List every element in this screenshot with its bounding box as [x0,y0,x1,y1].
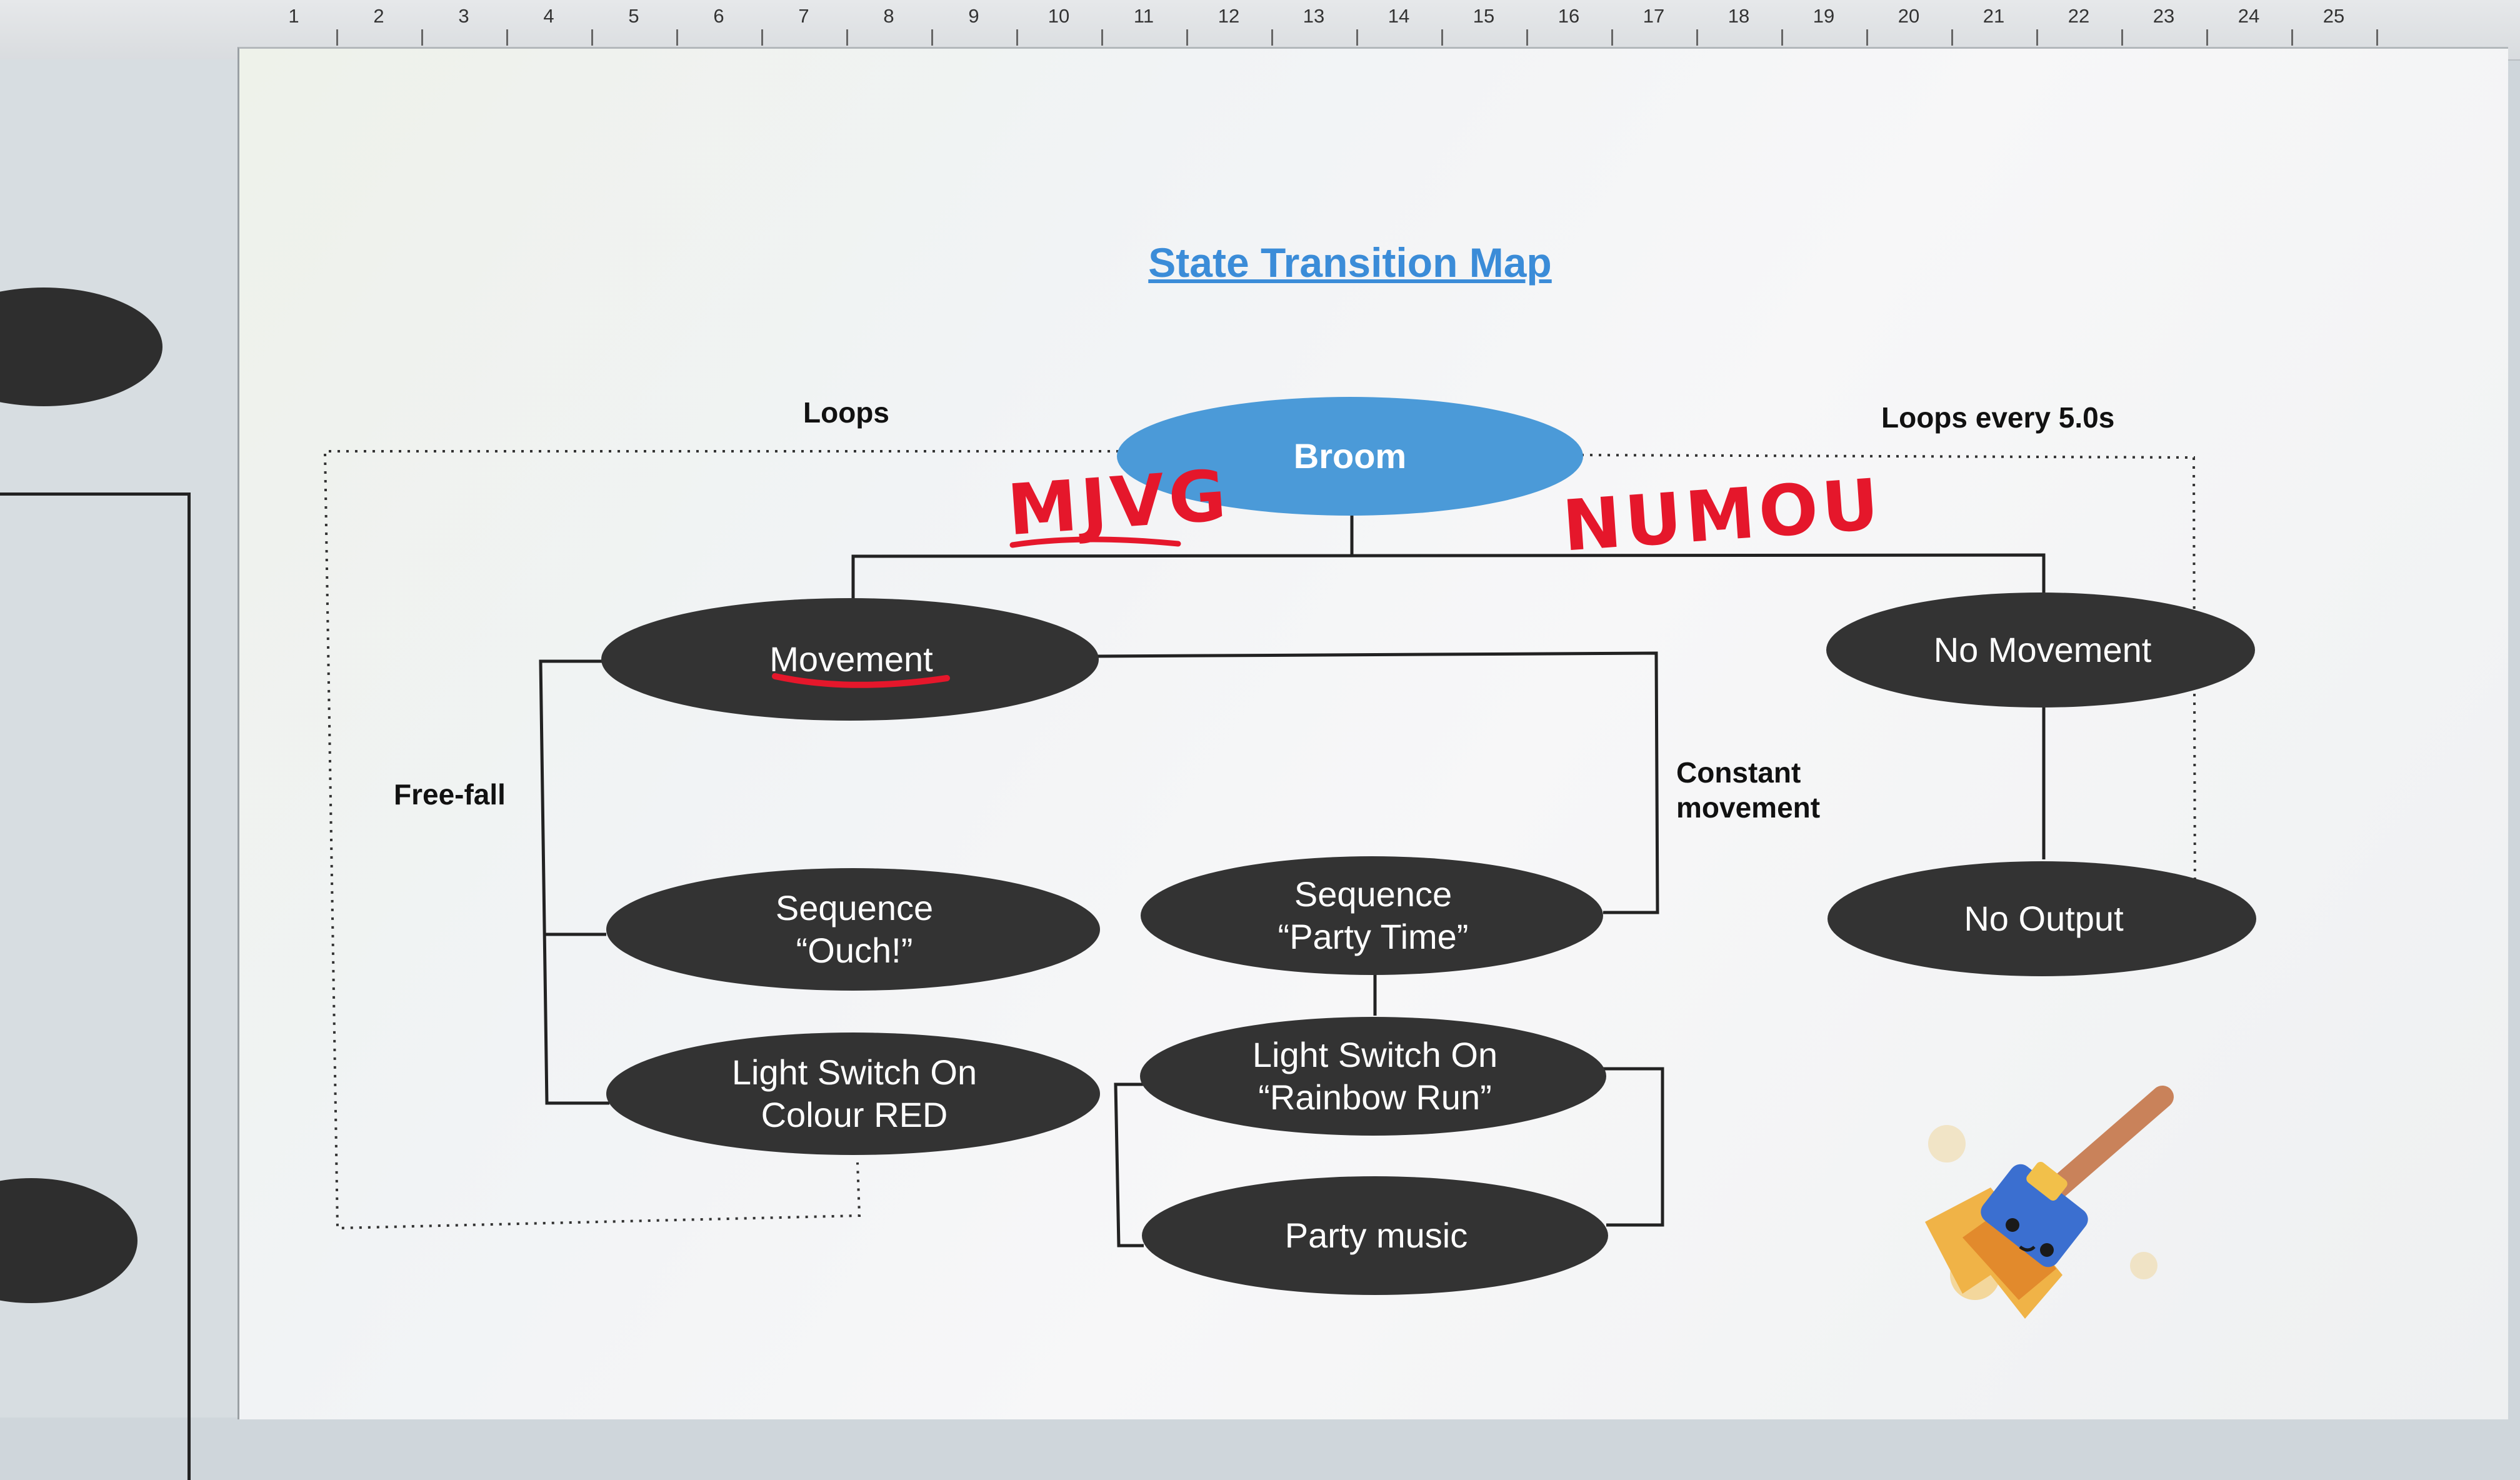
node-light-switch-red[interactable] [606,1032,1100,1155]
ruler-number: 19 [1812,5,1835,27]
ruler-number: 15 [1472,5,1495,27]
node-broom-label: Broom [1293,436,1407,476]
node-light-switch-red-label: Light Switch On Colour RED [731,1052,978,1134]
ruler-number: 23 [2152,5,2175,27]
ruler-number: 2 [373,5,384,27]
annotation-loops: Loops [803,396,889,429]
ruler-tick [1186,29,1188,46]
loop-frame-right [1581,454,2196,914]
node-sequence-ouch-label: Sequence “Ouch!” [775,888,934,970]
broom-mascot-icon [1925,1086,2174,1319]
node-movement-label: Movement [769,639,933,679]
node-no-output[interactable] [1828,861,2256,976]
node-sequence-ouch[interactable] [606,868,1100,991]
adjacent-page-frame [0,492,191,1480]
ruler-tick [1271,29,1273,46]
ruler-tick [1951,29,1953,46]
ruler-number: 7 [798,5,809,27]
connector-lines [539,512,2046,1248]
node-no-movement-label: No Movement [1933,630,2152,669]
ruler-tick [1101,29,1103,46]
ruler-tick [1016,29,1018,46]
ruler-tick [846,29,848,46]
ruler-tick [761,29,763,46]
ruler-tick [1696,29,1698,46]
node-sequence-party-time-label: Sequence “Party Time” [1278,874,1469,956]
ruler-tick [1781,29,1783,46]
handwriting-left: MJVG [1004,454,1232,552]
ruler-number: 1 [288,5,299,27]
ruler-number: 21 [1982,5,2005,27]
ruler-number: 25 [2322,5,2345,27]
ruler-tick [336,29,338,46]
handwritten-underline [772,673,950,688]
ruler-tick [1866,29,1868,46]
ruler-number: 14 [1388,5,1410,27]
ruler-tick [1441,29,1443,46]
ruler-number: 4 [543,5,554,27]
annotation-loops-every: Loops every 5.0s [1881,401,2115,434]
ruler-number: 20 [1898,5,1920,27]
adjacent-page-strip [0,59,238,1480]
ruler-tick [506,29,508,46]
ruler-number: 11 [1133,5,1154,27]
ruler-tick [2291,29,2293,46]
ruler-number: 18 [1728,5,1750,27]
node-broom[interactable] [1117,397,1583,516]
handwritten-stroke [1009,536,1181,548]
ruler-tick [2036,29,2038,46]
ruler-tick [1356,29,1358,46]
node-no-movement[interactable] [1826,592,2255,708]
ruler-number: 24 [2238,5,2260,27]
state-transition-diagram [323,397,2256,1319]
node-party-music[interactable] [1142,1176,1608,1295]
ruler-tick [421,29,423,46]
node-movement[interactable] [601,598,1099,721]
ruler-tick [2206,29,2208,46]
node-party-music-label: Party music [1284,1216,1468,1255]
node-sequence-party-time[interactable] [1141,856,1603,975]
ruler-tick [1526,29,1528,46]
ruler-number: 9 [968,5,979,27]
node-no-output-label: No Output [1964,899,2124,938]
ruler-tick [2121,29,2123,46]
node-light-switch-rainbow[interactable] [1140,1017,1606,1136]
annotation-constant-movement: Constant movement [1676,756,1821,824]
ruler-number: 17 [1642,5,1665,27]
ruler-number: 12 [1218,5,1240,27]
ruler-tick [931,29,933,46]
ruler-number: 5 [628,5,639,27]
ruler-number: 22 [2068,5,2090,27]
ruler-number: 3 [458,5,469,27]
ruler-tick [2376,29,2378,46]
loop-frame-left [323,450,1119,1230]
ruler-number: 6 [713,5,724,27]
ruler-number: 8 [883,5,894,27]
node-light-switch-rainbow-label: Light Switch On “Rainbow Run” [1252,1035,1498,1117]
ruler-tick [676,29,678,46]
annotation-free-fall: Free-fall [394,778,506,811]
ruler-number: 16 [1558,5,1580,27]
ruler-number: 13 [1302,5,1325,27]
ruler-number: 10 [1048,5,1070,27]
diagram-title[interactable]: State Transition Map [1148,239,1552,286]
ruler-tick [1611,29,1613,46]
ruler-tick [591,29,593,46]
